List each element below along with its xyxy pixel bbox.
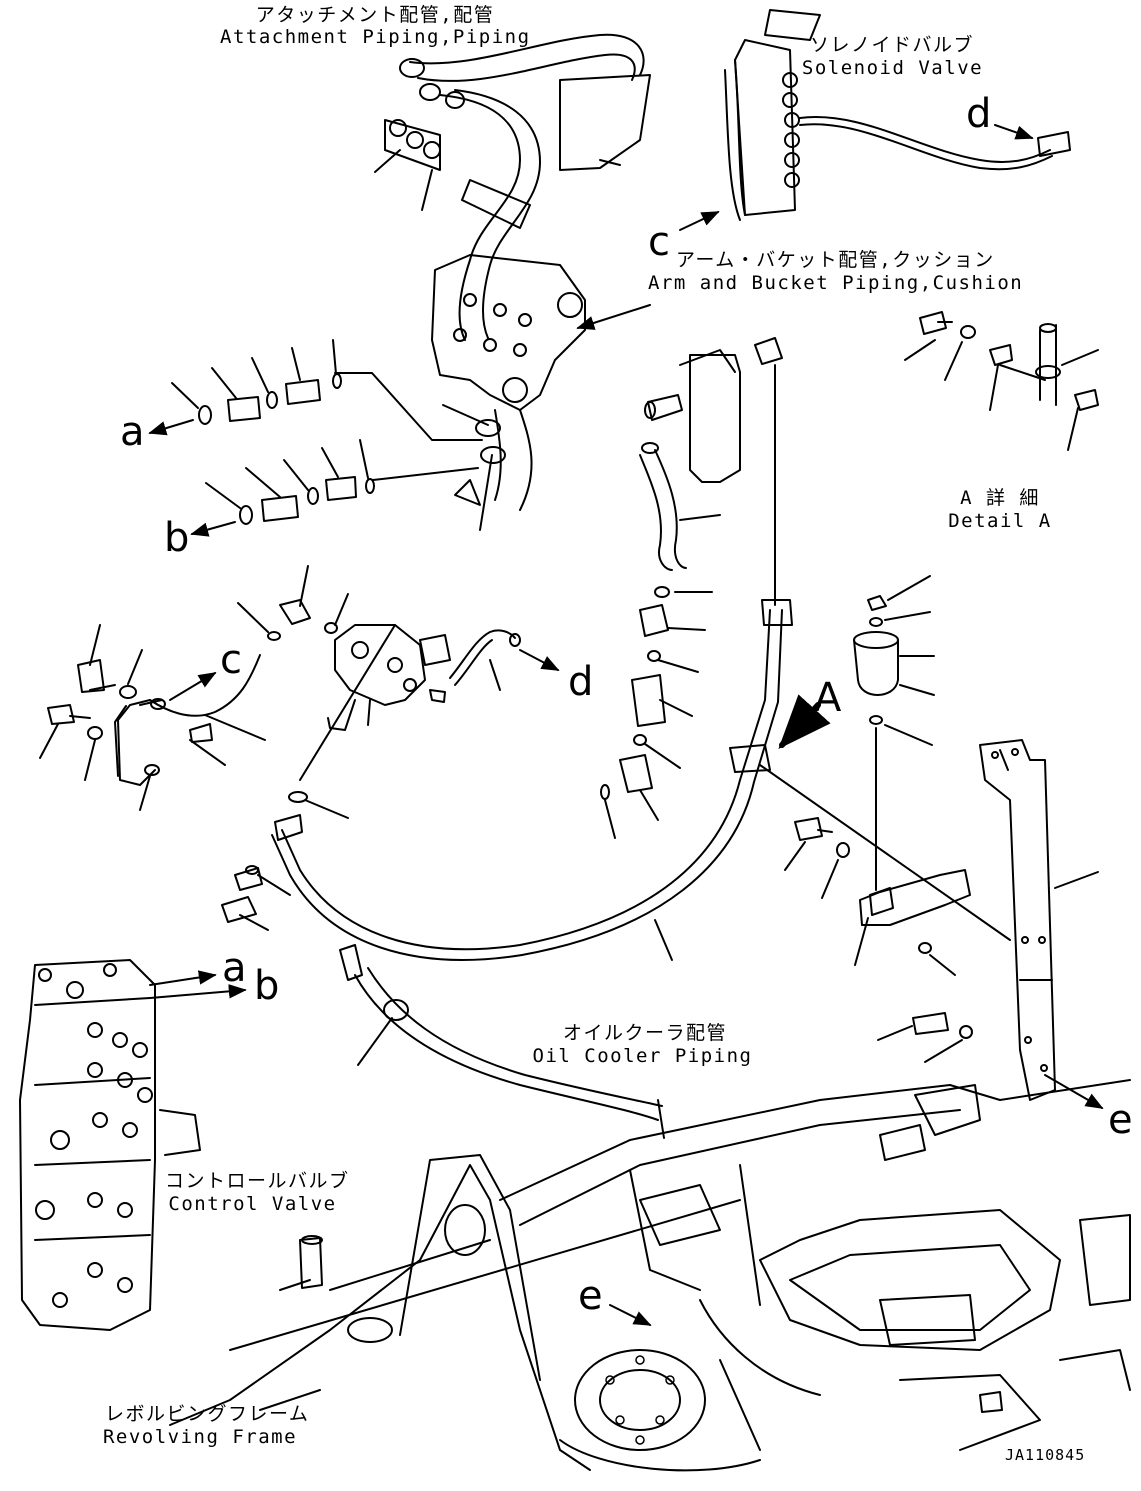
revolving-frame-label-en: Revolving Frame [102,1426,298,1448]
fitting-row-a [148,339,483,441]
attachment-piping [374,33,651,341]
bracket [979,739,1104,1109]
clamp-bracket [784,817,973,1063]
arm-bucket-label-en: Arm and Bucket Piping,Cushion [648,272,1024,294]
frame-bolts [605,1355,675,1445]
hose-c [39,624,266,811]
drawing-number: JA110845 [1005,1446,1086,1464]
callout-c-top: c [648,219,670,265]
arm-bucket-label-jp: アーム・バケット配管,クッション [676,249,995,271]
callout-a-left: a [120,409,145,455]
control-valve-label-jp: コントロールバルブ [165,1170,350,1192]
arm-bucket-cushion [431,254,586,531]
revolving-frame [169,1079,1131,1472]
callout-e-right: e [1108,1097,1133,1143]
control-valve [19,959,247,1331]
callout-e-frame: e [578,1273,603,1319]
callout-a-control: a [222,945,247,991]
callout-d-top: d [966,91,992,137]
revolving-frame-label-jp: レボルビングフレーム [105,1403,310,1425]
callout-A-detail: A [814,675,842,721]
callout-b-left: b [164,515,190,561]
hose-d [449,629,560,691]
oil-cooler-lower-hose [339,944,665,1139]
solenoid-valve [679,9,1071,231]
callout-c-left: c [220,637,242,683]
filter-assembly [600,337,783,839]
attachment-piping-label-en: Attachment Piping,Piping [220,26,531,48]
oil-cooler-label-en: Oil Cooler Piping [532,1045,753,1067]
oil-cooler-label-jp: オイルクーラ配管 [562,1022,727,1044]
breather-assembly [853,575,935,891]
arm-leader [576,304,651,330]
solenoid-valve-label-en: Solenoid Valve [801,57,984,79]
detail-a [904,311,1099,451]
detail-a-arrow [778,694,831,750]
fitting-row-b [190,439,479,537]
callout-b-control: b [254,963,280,1009]
valve-assembly [237,565,451,781]
oil-cooler-hose [221,599,1011,961]
attachment-piping-label-jp: アタッチメント配管,配管 [255,4,495,26]
solenoid-valve-label-jp: ソレノイドバルブ [810,34,975,56]
callout-d-center: d [568,659,594,705]
detail-a-label-en: Detail A [948,510,1052,532]
control-valve-label-en: Control Valve [168,1193,337,1215]
detail-a-label-jp: A 詳 細 [960,487,1040,509]
